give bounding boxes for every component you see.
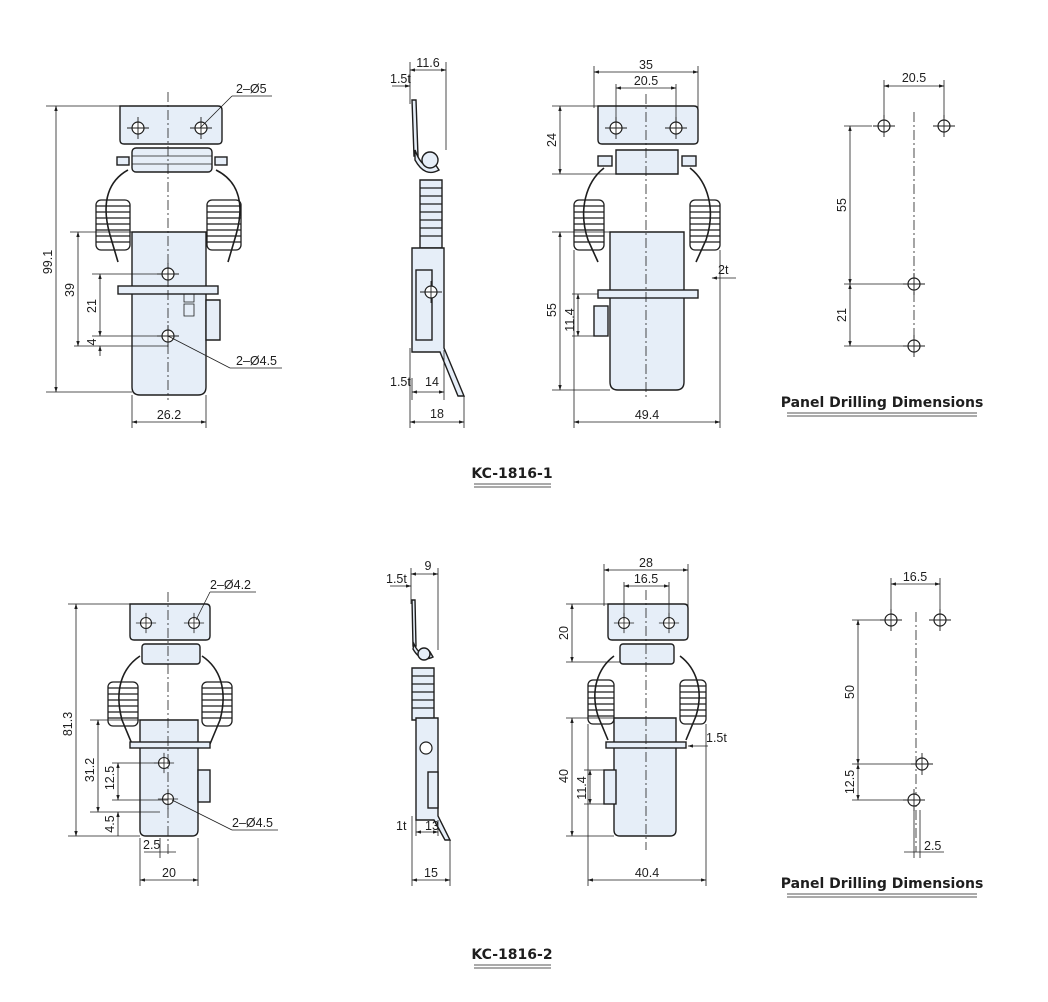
dim-plate-height: 20 [557,626,571,640]
model-name-2: KC-1816-2 [471,947,552,963]
kc1816-1-drilling-view: 20.5 55 21 Panel Drilling Dimensions [781,71,984,417]
dim-drill-spacing: 55 [835,198,849,212]
dim-plate-width: 35 [639,58,653,72]
callout-latch-holes: 2–Ø4.5 [236,354,277,368]
dim-body-height: 55 [545,303,559,317]
side-spring [419,179,443,249]
spring-left [107,681,139,727]
dim-drill-lower: 21 [835,308,849,322]
hinge-pin-left [116,156,130,166]
side-plate [411,99,419,157]
dim-top-width: 11.6 [416,56,439,70]
kc1816-2-rear-view: 28 16.5 20 40 11.4 1.5t 40.4 [557,556,727,886]
rear-hinge [615,149,679,175]
rear-spring-right [679,679,707,725]
dim-plate-height: 24 [545,133,559,147]
dim-drill-offset: 2.5 [924,839,941,853]
dim-drill-pitch: 16.5 [903,570,927,584]
hinge-pin-right [214,156,228,166]
dim-4: 4.5 [103,815,117,832]
dim-overall-height: 99.1 [41,250,55,274]
spring-right [206,199,242,251]
rear-spring-left [587,679,615,725]
dim-total-depth: 15 [424,866,438,880]
dim-hook-offset: 11.4 [575,776,589,799]
dim-body-height: 40 [557,769,571,783]
dim-bottom-thickness: 1t [396,819,407,833]
dim-total-width: 40.4 [635,866,659,880]
dim-hole-pitch: 16.5 [634,572,658,586]
wire-loop [105,169,241,263]
dim-width: 20 [162,866,176,880]
hinge-barrel [131,147,213,173]
dim-thickness: 2t [718,263,729,277]
dim-drill-spacing: 50 [843,685,857,699]
rear-mounting-plate [597,105,699,145]
mounting-plate [129,603,211,641]
spring-right [201,681,233,727]
kc1816-1-front-view: 99.1 39 21 4 26.2 2–Ø5 2–Ø4.5 [41,82,282,428]
latch-body [139,719,199,837]
spring-left [95,199,131,251]
dim-bottom-thickness: 1.5t [390,375,411,389]
rear-spring-right [689,199,721,251]
dim-body-depth: 14 [425,375,439,389]
side-hook [415,269,433,341]
latch-body [131,231,207,396]
dim-overall-height: 81.3 [61,712,75,736]
dim-plate-width: 28 [639,556,653,570]
dim-top-width: 9 [425,559,432,573]
kc1816-1-rear-view: 35 20.5 24 55 11.4 2t 49.4 [545,58,736,428]
dim-thickness: 1.5t [706,731,727,745]
dim-hook-offset: 11.4 [563,308,577,331]
side-hinge [421,151,439,169]
dim-hole-pitch: 20.5 [634,74,658,88]
dim-21: 21 [85,299,99,313]
drilling-title: Panel Drilling Dimensions [781,395,984,411]
dim-width: 26.2 [157,408,181,422]
dim-drill-pitch: 20.5 [902,71,926,85]
kc1816-2-side-view: 9 1.5t 13 1t 15 [386,559,452,886]
callout-mount-holes: 2–Ø5 [236,82,267,96]
dim-body-depth: 13 [425,819,439,833]
dim-39: 39 [63,283,77,297]
latch-catch [205,299,221,341]
rear-latch-body [613,717,677,837]
dim-12: 12.5 [103,766,117,790]
dim-31: 31.2 [83,758,97,782]
kc1816-2-front-view: 81.3 31.2 12.5 4.5 2.5 20 2–Ø4.2 2–Ø4.5 [61,578,278,886]
dim-top-thickness: 1.5t [390,72,411,86]
dim-total-width: 49.4 [635,408,659,422]
drilling-title: Panel Drilling Dimensions [781,876,984,892]
callout-mount-holes: 2–Ø4.2 [210,578,251,592]
dim-total-depth: 18 [430,407,444,421]
dim-offset: 2.5 [143,838,160,852]
model-name-1: KC-1816-1 [471,466,552,482]
dim-drill-lower: 12.5 [843,770,857,794]
dim-top-thickness: 1.5t [386,572,407,586]
rear-latch-body [609,231,685,391]
callout-latch-holes: 2–Ø4.5 [232,816,273,830]
rear-spring-left [573,199,605,251]
kc1816-2-drilling-view: 16.5 50 12.5 2.5 Panel Drilling Dimensio… [781,570,984,898]
dim-4: 4 [85,338,99,345]
kc1816-1-side-view: 11.6 1.5t 14 1.5t 18 [390,56,466,428]
